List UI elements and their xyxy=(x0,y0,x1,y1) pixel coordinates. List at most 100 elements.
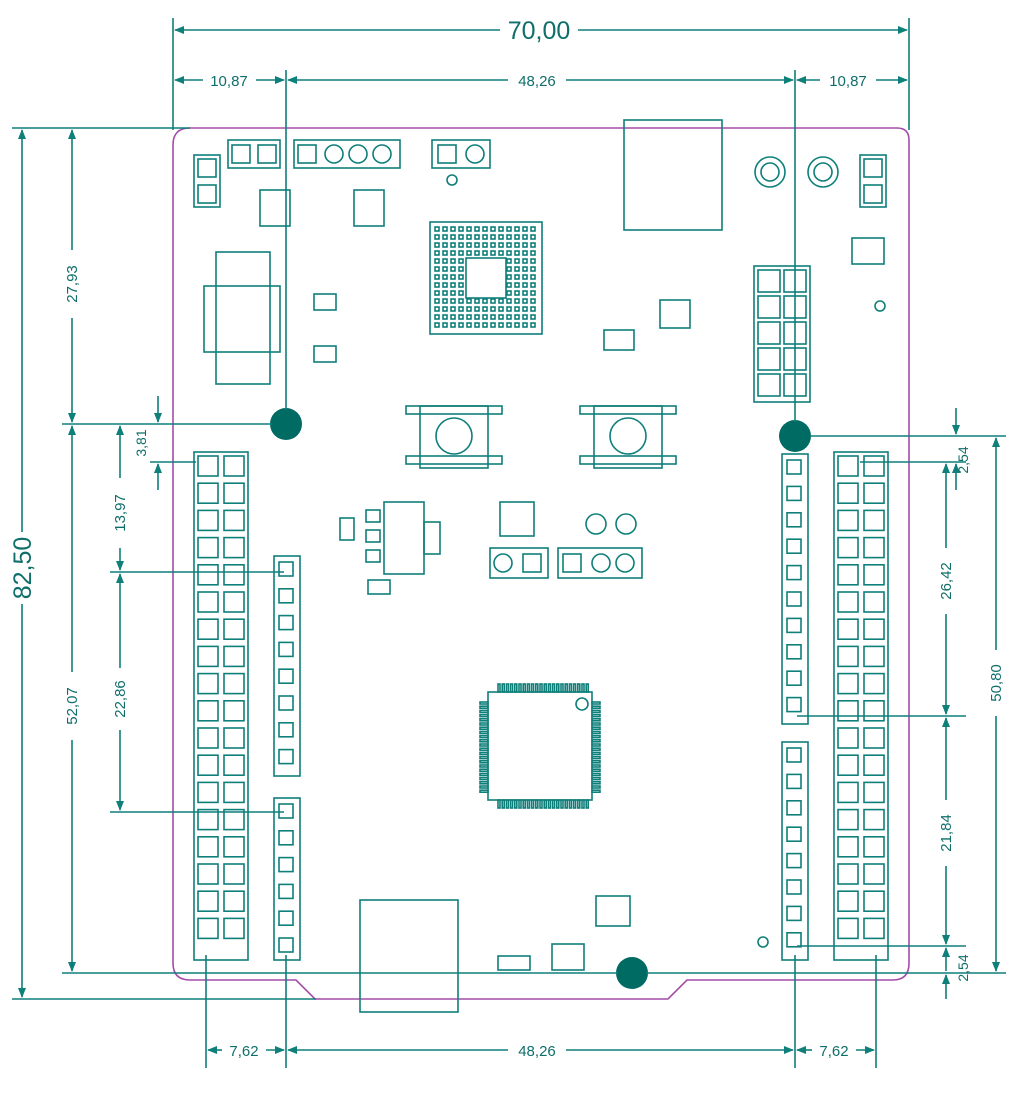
bga-ball xyxy=(434,226,440,232)
pin-pad xyxy=(197,754,219,777)
mounting-hole-top-right xyxy=(779,420,811,452)
dim-bottom-right-pitch: 7,62 xyxy=(819,1043,848,1060)
mcu-lead xyxy=(581,683,585,693)
bga-ball xyxy=(442,258,448,264)
bga-ball xyxy=(434,234,440,240)
bga-ball xyxy=(434,306,440,312)
pin-pad xyxy=(197,591,219,613)
bga-ball xyxy=(474,250,480,256)
bga-ball xyxy=(506,226,512,232)
bga-ball xyxy=(522,282,528,288)
pin-pad xyxy=(837,699,859,722)
bga-ball xyxy=(450,258,456,264)
bga-ball xyxy=(530,306,536,312)
pin-pad xyxy=(278,856,294,873)
bga-ball xyxy=(474,306,480,312)
bga-ball xyxy=(522,250,528,256)
pin-pad xyxy=(223,727,245,749)
bga-ball xyxy=(442,322,448,328)
bga-ball xyxy=(498,250,504,256)
bga-ball xyxy=(466,250,472,256)
bga-ball xyxy=(530,322,536,328)
mcu-lead xyxy=(551,799,556,809)
mcu-lead xyxy=(505,683,510,693)
bga-ball xyxy=(466,314,472,320)
pin-pad xyxy=(863,781,885,804)
mcu-lead xyxy=(479,759,489,764)
bga-ball xyxy=(506,250,512,256)
pin-pad xyxy=(863,863,885,885)
mcu-lead xyxy=(501,683,506,693)
mcu-lead xyxy=(585,799,590,809)
pin-pad xyxy=(786,905,802,922)
bga-ball xyxy=(514,274,520,280)
bga-ball xyxy=(530,282,536,288)
mcu-lead xyxy=(479,755,489,760)
pin-pad xyxy=(837,727,859,749)
dim-left-offset: 10,87 xyxy=(210,73,248,90)
mounting-hole-bottom xyxy=(616,957,648,989)
dim-right-header-a: 26,42 xyxy=(938,562,955,600)
bga-ball xyxy=(442,282,448,288)
mcu-lead xyxy=(522,799,527,809)
bga-ball xyxy=(450,298,456,304)
pin-pad xyxy=(837,863,859,885)
component-footprints xyxy=(193,119,889,1013)
bga-ball xyxy=(530,234,536,240)
mcu-lead xyxy=(591,717,601,722)
pin-pad xyxy=(278,937,294,953)
pin-pad xyxy=(278,614,294,631)
mcu-lead xyxy=(513,799,518,809)
dim-header-span: 22,86 xyxy=(112,680,129,718)
bga-ball xyxy=(522,234,528,240)
mcu-lead xyxy=(539,683,543,693)
dim-right-top-gap: 2,54 xyxy=(955,446,971,473)
pin-pad xyxy=(223,509,245,532)
bga-ball xyxy=(482,298,488,304)
pin-pad xyxy=(837,781,859,804)
mcu-lead xyxy=(564,683,569,693)
bga-ball xyxy=(530,274,536,280)
pin-pad xyxy=(863,563,885,586)
bga-ball xyxy=(506,282,512,288)
mcu-lead xyxy=(479,726,489,731)
pin-pad xyxy=(837,808,859,831)
mcu-lead xyxy=(526,799,531,809)
mcu-lead xyxy=(501,799,506,809)
bga-ball xyxy=(514,242,520,248)
bga-ball xyxy=(434,298,440,304)
bga-ball xyxy=(458,314,464,320)
bga-ball xyxy=(506,314,512,320)
dim-right-header-b: 21,84 xyxy=(938,814,955,852)
mcu-lead xyxy=(505,799,510,809)
bga-ball xyxy=(458,274,464,280)
bga-ball xyxy=(474,314,480,320)
mcu-lead xyxy=(591,734,601,739)
bga-ball xyxy=(514,250,520,256)
mcu-lead xyxy=(547,799,552,809)
pin-pad xyxy=(223,536,245,559)
bga-ball xyxy=(530,266,536,272)
mcu-lead xyxy=(479,747,489,752)
mcu-lead xyxy=(479,768,489,773)
bga-ball xyxy=(466,306,472,312)
bga-ball xyxy=(514,266,520,272)
mcu-lead xyxy=(479,734,489,739)
pin-pad xyxy=(223,754,245,777)
bga-ball xyxy=(498,314,504,320)
pin-pad xyxy=(278,641,294,658)
mcu-lead xyxy=(479,785,489,789)
mcu-lead xyxy=(568,683,573,693)
bga-ball xyxy=(522,274,528,280)
dim-bottom-left-pitch: 7,62 xyxy=(229,1043,258,1060)
mcu-lead xyxy=(526,683,531,693)
mcu-lead xyxy=(591,701,601,705)
pin-pad xyxy=(863,482,885,505)
mcu-lead xyxy=(479,772,489,777)
mcu-lead xyxy=(547,683,552,693)
bga-ball xyxy=(434,266,440,272)
mcu-lead xyxy=(591,776,601,781)
pin-pad xyxy=(786,591,802,607)
mcu-lead xyxy=(591,730,601,735)
mcu-lead xyxy=(530,799,535,809)
